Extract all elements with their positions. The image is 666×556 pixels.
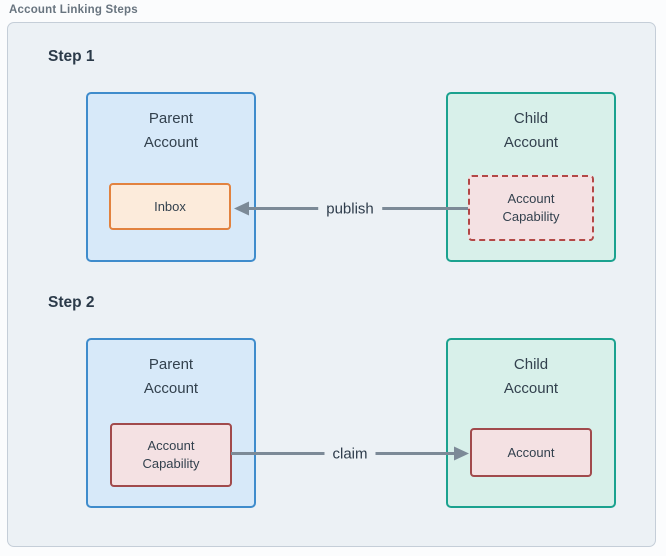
step1-account-capability-node: Account Capability bbox=[468, 175, 594, 241]
step-1-heading: Step 1 bbox=[48, 48, 95, 65]
step1-inbox-node: Inbox bbox=[109, 183, 231, 230]
step1-child-account-box: Child Account Account Capability bbox=[446, 92, 616, 262]
step1-parent-account-title: Parent Account bbox=[143, 110, 199, 151]
step2-parent-account-title: Parent Account bbox=[143, 356, 199, 397]
step2-account-capability-node: Account Capability bbox=[110, 423, 232, 487]
step-2-heading: Step 2 bbox=[48, 294, 95, 311]
diagram-title: Account Linking Steps bbox=[9, 4, 138, 16]
step1-parent-account-box: Parent Account Inbox bbox=[86, 92, 256, 262]
publish-arrow-label: publish bbox=[318, 199, 382, 219]
step1-child-account-title: Child Account bbox=[503, 110, 559, 151]
claim-arrow-label: claim bbox=[324, 444, 376, 464]
step2-parent-account-box: Parent Account Account Capability bbox=[86, 338, 256, 508]
step2-child-account-title: Child Account bbox=[503, 356, 559, 397]
step2-child-account-box: Child Account Account bbox=[446, 338, 616, 508]
step2-account-node: Account bbox=[470, 428, 592, 477]
